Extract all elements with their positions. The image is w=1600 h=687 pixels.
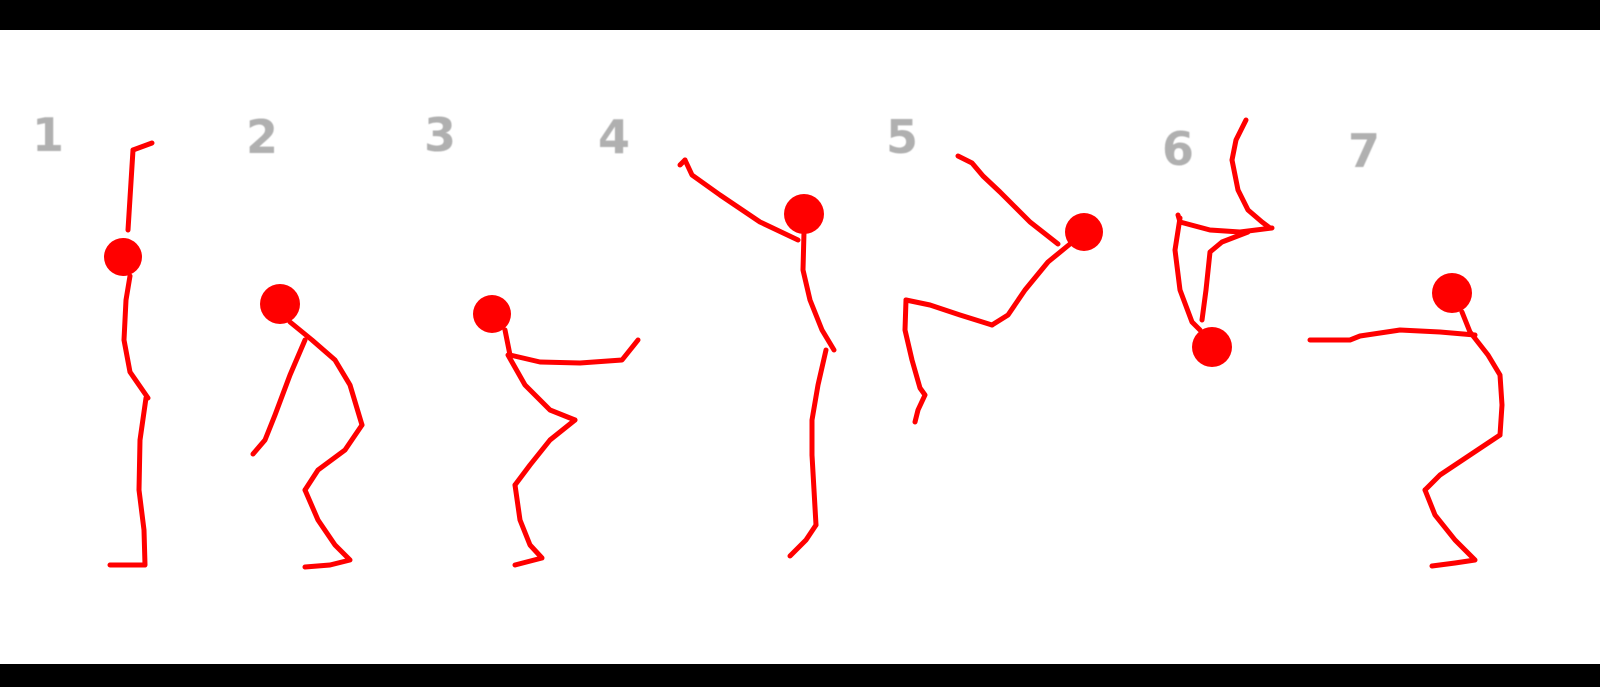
frame-number-1: 1 <box>32 108 65 162</box>
stick-figure-4-leg <box>809 347 829 528</box>
stick-figure-6-torso <box>1199 229 1251 323</box>
stick-figure-5-thigh <box>903 297 995 328</box>
stick-figure-4-head <box>784 194 824 234</box>
stick-figure-7-head <box>1432 273 1472 313</box>
stick-figure-7-arms <box>1307 327 1478 343</box>
stick-figure-1-raised-arm <box>125 147 136 233</box>
stick-figure-4 <box>677 157 837 559</box>
stick-figure-2-back <box>287 319 365 428</box>
drawing-canvas: 1 2 3 4 5 6 7 <box>0 30 1600 664</box>
stick-figure-4-arm <box>682 157 801 243</box>
stick-figure-2-arm <box>250 337 308 457</box>
stick-figure-6-arm <box>1172 215 1203 333</box>
stick-figure-1-head <box>104 238 142 276</box>
stick-figure-5-shin <box>902 297 928 425</box>
letterbox-top <box>0 0 1600 30</box>
stick-figure-3-thigh <box>512 417 578 488</box>
frame-number-7: 7 <box>1348 124 1381 178</box>
stick-figure-7-shin <box>1422 487 1478 569</box>
letterbox-bottom <box>0 664 1600 687</box>
stick-figure-5-arm <box>955 153 1061 247</box>
stick-figure-1-torso <box>121 273 151 401</box>
stick-figure-2-head <box>260 284 300 324</box>
frame-number-3: 3 <box>424 108 457 162</box>
frame-number-4: 4 <box>598 110 631 164</box>
stick-figure-3-head <box>473 295 511 333</box>
stick-figure-7-back <box>1459 309 1505 438</box>
stick-figure-5-head <box>1065 213 1103 251</box>
stick-figure-2-thigh <box>302 422 365 493</box>
stick-figure-4-torso <box>800 229 837 353</box>
stick-figure-3 <box>473 295 641 568</box>
stick-figure-2-shin <box>302 487 353 570</box>
stick-figure-6-leg <box>1229 117 1273 231</box>
stick-figure-7-thigh <box>1422 432 1503 493</box>
stick-figure-5-torso <box>989 241 1073 328</box>
frame-number-6: 6 <box>1162 122 1195 176</box>
stick-figure-3-arms <box>502 327 641 366</box>
stick-figure-2 <box>250 284 365 570</box>
stick-figure-3-shin <box>512 482 545 568</box>
stick-figure-6 <box>1172 117 1275 367</box>
stick-figure-6-head <box>1192 327 1232 367</box>
stick-figure-7 <box>1307 273 1505 569</box>
frame-number-2: 2 <box>246 110 279 164</box>
stick-figure-sequence <box>104 117 1505 570</box>
frame-number-5: 5 <box>886 110 919 164</box>
stick-figure-1-leg <box>107 395 149 568</box>
stick-figure-3-back <box>505 352 578 423</box>
stick-figure-1 <box>104 140 155 568</box>
stick-figure-5 <box>902 153 1103 425</box>
